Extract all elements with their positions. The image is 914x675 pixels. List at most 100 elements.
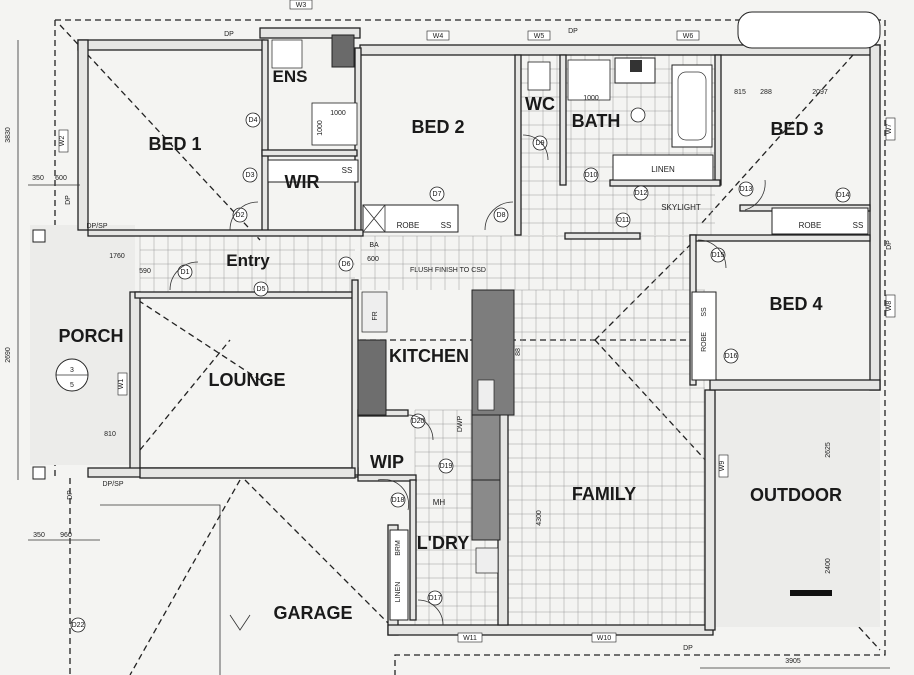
kitchen-bench [357,291,388,416]
room-label-wc: WC [525,94,555,114]
porch-marker-top: 3 [70,367,74,374]
window-tag-w1: W1 [118,379,125,390]
ba-label: BA [369,242,379,249]
room-label-wip: WIP [370,452,404,472]
dp-label-left: DP [65,195,72,205]
dpsp-label-garage: DP/SP [102,481,123,488]
room-label-wir: WIR [285,172,320,192]
linen-label-ldry: LINEN [395,582,402,603]
dim-350b: 350 [33,532,45,539]
dim-600b: 600 [367,256,379,263]
door-tag-d3: D3 [246,172,255,179]
dim-88: 88 [515,348,522,356]
fr-label: FR [372,311,379,320]
door-tag-d20: D20 [412,418,425,425]
door-tag-d19: D19 [440,463,453,470]
room-label-ldry: L'DRY [417,533,470,553]
porch-marker-bottom: 5 [70,382,74,389]
door-tag-d11: D11 [617,217,629,224]
room-label-bed2: BED 2 [411,117,464,137]
room-label-lounge: LOUNGE [208,370,285,390]
dp-label-bottom: DP [683,645,693,652]
door-tag-d7: D7 [433,191,442,198]
door-tag-d18: D18 [392,497,405,504]
room-label-ens: ENS [273,67,308,86]
dimension-lines [17,40,890,669]
window-tag-w3: W3 [296,2,307,9]
door-tag-d12: D12 [635,190,648,197]
room-label-bed4: BED 4 [769,294,822,314]
robe-label-bed4: ROBE [701,332,708,352]
dim-4300: 4300 [536,510,543,526]
door-tag-d15: D15 [712,252,725,259]
dim-600a: 600 [55,175,67,182]
garage-markers [100,504,832,675]
ss-label-wir: SS [342,166,353,175]
dim-350a: 350 [32,175,44,182]
window-tag-w10: W10 [597,635,612,642]
window-tag-w4: W4 [433,33,444,40]
dp-label-garage-left: DP [67,490,74,500]
room-label-entry: Entry [226,251,270,270]
door-tag-d16: D16 [725,353,738,360]
door-tag-d14: D14 [837,192,850,199]
dim-288: 288 [760,89,772,96]
dim-3830: 3830 [5,127,12,143]
kitchen-island [471,289,515,574]
window-tag-w2: W2 [59,136,66,147]
door-tag-d10: D10 [585,172,598,179]
room-label-family: FAMILY [572,484,636,504]
window-tag-w6: W6 [683,33,694,40]
room-label-bed1: BED 1 [148,134,201,154]
dp-label-right: DP [886,240,893,250]
door-swings [169,134,766,626]
ss-label-bed3: SS [853,221,864,230]
dim-1760: 1760 [109,253,125,260]
room-label-kitchen: KITCHEN [389,346,469,366]
outdoor-paving [714,392,880,627]
robe-label-bed3: ROBE [799,221,822,230]
door-tags: D1 D2 D3 D4 D5 D6 D7 D8 D9 D10 D11 D12 D… [70,112,851,633]
door-tag-d6: D6 [342,261,351,268]
dwp-label: DWP [457,416,464,433]
dp-label-top2: DP [568,28,578,35]
dim-815: 815 [734,89,746,96]
dim-2097: 2097 [812,89,828,96]
dim-1000a: 1000 [330,110,346,117]
room-label-garage: GARAGE [273,603,352,623]
door-tag-d2: D2 [236,212,245,219]
room-label-porch: PORCH [58,326,123,346]
porch-paving [30,225,135,465]
dim-810: 810 [104,431,116,438]
dim-590: 590 [139,268,151,275]
mh-label: MH [433,498,446,507]
door-tag-d13: D13 [740,186,753,193]
dim-2690: 2690 [5,347,12,363]
skylight-label: SKYLIGHT [661,203,701,212]
room-label-outdoor: OUTDOOR [750,485,842,505]
door-tag-d1: D1 [181,269,190,276]
dim-1000b: 1000 [317,120,324,136]
door-tag-d8: D8 [497,212,506,219]
door-tag-d9: D9 [536,140,545,147]
porch-marker: 3 5 [32,229,89,480]
window-tag-w5: W5 [534,33,545,40]
dpsp-label-porch: DP/SP [86,223,107,230]
dimensions: 1000 1000 1000 815 288 2097 3830 350 600… [5,89,832,665]
door-tag-d5: D5 [257,286,266,293]
water-tank [737,11,881,49]
bath-fixtures [527,57,714,181]
dim-960: 960 [60,532,72,539]
robes [267,159,869,621]
window-tag-w7: W7 [886,124,893,135]
dim-3905: 3905 [785,658,801,665]
room-label-bed3: BED 3 [770,119,823,139]
window-tag-w8: W8 [886,301,893,312]
door-tag-d17: D17 [429,595,442,602]
window-tag-w9: W9 [719,461,726,472]
ss-label-bed4: SS [701,307,708,317]
flush-finish-note: FLUSH FINISH TO CSD [410,267,486,274]
ensuite-fixtures [271,34,358,146]
window-tags: W3 W4 W5 W6 W2 W7 W8 W1 W9 W10 W11 [58,0,896,643]
